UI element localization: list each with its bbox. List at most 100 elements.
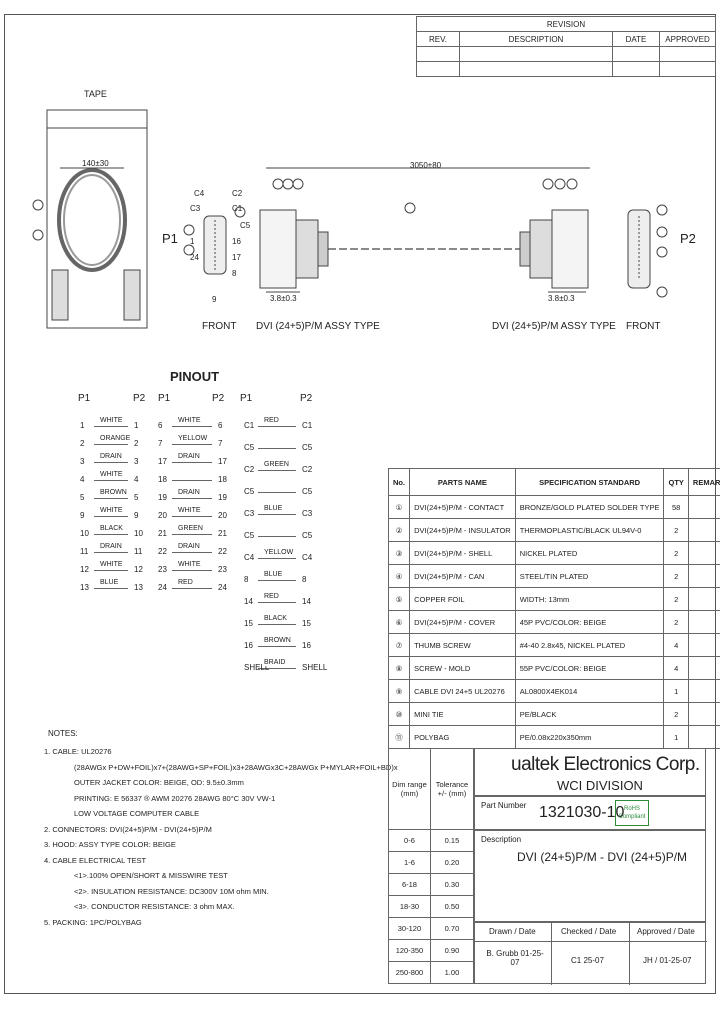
signoff-block: Drawn / Date Checked / Date Approved / D…: [474, 922, 707, 985]
parts-no: ⑥: [387, 610, 411, 634]
pin-wire: [94, 552, 128, 553]
coil-connector-left: [51, 269, 69, 321]
pin-right: 3: [134, 457, 139, 466]
pin-wire: [258, 426, 296, 427]
parts-remarks: [687, 541, 720, 565]
label-8: 8: [232, 269, 237, 278]
pin-right: 17: [218, 457, 227, 466]
pin-wire: [94, 498, 128, 499]
p2-callout-b: [656, 226, 668, 238]
pin-wire: [94, 534, 128, 535]
pin-wire: [172, 552, 212, 553]
pin-right: 12: [134, 565, 143, 574]
checked-label: Checked / Date: [561, 927, 617, 936]
parts-qty: 1: [663, 725, 689, 749]
note-line: <3>. CONDUCTOR RESISTANCE: 3 ohm MAX.: [74, 902, 235, 911]
pin-right: C1: [302, 421, 313, 430]
pin-left: 3: [80, 457, 85, 466]
cable-drawing: [32, 109, 668, 329]
front-right-label: FRONT: [626, 321, 661, 332]
parts-remarks: [687, 518, 720, 542]
pin-wire: [94, 588, 128, 589]
pin-wire: [172, 570, 212, 571]
p1-callout-a: [183, 224, 195, 236]
parts-qty: 4: [663, 633, 689, 657]
parts-spec: WIDTH: 13mm: [514, 587, 665, 611]
dim-3050-label: 3050±80: [410, 161, 442, 170]
label-c1: C1: [232, 204, 243, 213]
pin-right: C3: [302, 509, 313, 518]
pin-right: C5: [302, 531, 313, 540]
pin-wire: [94, 444, 128, 445]
label-c3: C3: [190, 204, 201, 213]
rev-header-description: DESCRIPTION: [459, 31, 613, 47]
parts-remarks: [687, 610, 720, 634]
wire-color-label: BROWN: [264, 637, 291, 644]
drawn-value: B. Grubb 01-25-07: [486, 949, 544, 967]
callout-cable: [404, 202, 416, 214]
tol-range: 30-120: [388, 917, 431, 940]
pin-right: 23: [218, 565, 227, 574]
parts-name: COPPER FOIL: [409, 587, 516, 611]
parts-name: DVI(24+5)P/M - INSULATOR: [409, 518, 516, 542]
parts-qty: 2: [663, 587, 689, 611]
note-line: LOW VOLTAGE COMPUTER CABLE: [74, 809, 200, 818]
pin-wire: [172, 588, 212, 589]
wire-color-label: RED: [264, 417, 279, 424]
pin-left: 7: [158, 439, 163, 448]
description-label: Description: [481, 835, 522, 844]
pin-right: 4: [134, 475, 139, 484]
parts-spec: 45P PVC/COLOR: BEIGE: [514, 610, 665, 634]
tol-value: 0.20: [429, 851, 475, 874]
pin-left: 16: [244, 641, 253, 650]
tol-value: 0.15: [429, 829, 475, 852]
pin-left: 23: [158, 565, 167, 574]
callout-right-2: [554, 178, 566, 190]
wire-color-label: BLACK: [100, 525, 123, 532]
pin-right: 5: [134, 493, 139, 502]
revision-table: REVISION REV. DESCRIPTION DATE APPROVED: [416, 16, 716, 77]
pin-right: 2: [134, 439, 139, 448]
parts-spec: STEEL/TIN PLATED: [514, 564, 665, 588]
parts-name: POLYBAG: [409, 725, 516, 749]
parts-qty: 1: [663, 679, 689, 703]
callout-left-2: [282, 178, 294, 190]
wire-color-label: WHITE: [178, 561, 201, 568]
notes-title: NOTES:: [48, 729, 78, 738]
pinout-col-p2-a: P2: [133, 393, 146, 404]
parts-name: THUMB SCREW: [409, 633, 516, 657]
wire-color-label: WHITE: [100, 507, 123, 514]
signoff-divider-2: [629, 923, 630, 985]
company-division: WCI DIVISION: [557, 778, 643, 793]
pin-wire: [258, 646, 296, 647]
pin-right: 9: [134, 511, 139, 520]
parts-qty: 4: [663, 656, 689, 680]
note-line: 1. CABLE: UL20276: [44, 747, 112, 756]
pin-right: 10: [134, 529, 143, 538]
parts-spec: #4-40 2.8x45, NICKEL PLATED: [514, 633, 665, 657]
parts-spec: PE/0.08x220x350mm: [514, 725, 665, 749]
pin-left: C4: [244, 553, 255, 562]
parts-qty: 2: [663, 518, 689, 542]
pin-wire: [172, 498, 212, 499]
wire-color-label: WHITE: [178, 417, 201, 424]
pin-wire: [258, 536, 296, 537]
p2-callout-c: [656, 246, 668, 258]
p2-callout-a: [656, 204, 668, 216]
parts-spec: THERMOPLASTIC/BLACK UL94V-0: [514, 518, 665, 542]
rev-header-approved: APPROVED: [659, 31, 716, 47]
label-c2: C2: [232, 189, 243, 198]
pin-right: C5: [302, 443, 313, 452]
parts-remarks: [687, 679, 720, 703]
tol-range: 250-800: [388, 961, 431, 984]
signoff-divider-1: [551, 923, 552, 985]
